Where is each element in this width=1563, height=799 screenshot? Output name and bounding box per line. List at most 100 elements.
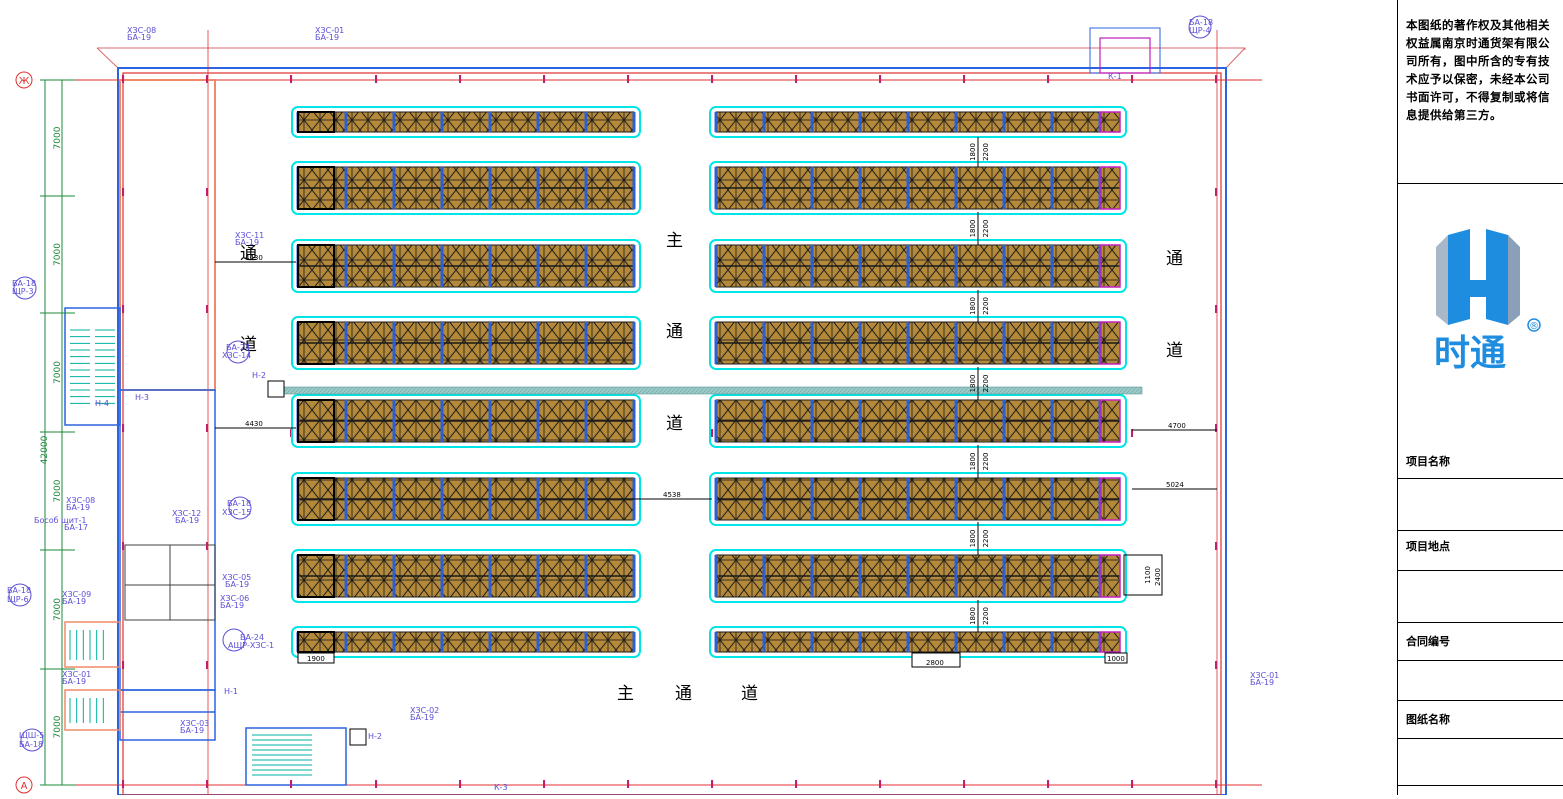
rack-upright bbox=[762, 555, 766, 597]
rack-row bbox=[709, 472, 1127, 526]
spacing-dim-1800: 1800 bbox=[969, 220, 977, 238]
rack-upright bbox=[344, 245, 348, 287]
tag-ba19-xzc02: БА-19 bbox=[410, 713, 434, 722]
spacing-dim-1800: 1800 bbox=[969, 375, 977, 393]
rack-upright bbox=[858, 245, 862, 287]
rack-upright bbox=[536, 632, 540, 652]
rack-clearance-outline bbox=[709, 394, 1127, 448]
rack-upright bbox=[906, 245, 910, 287]
rack-upright bbox=[632, 167, 636, 209]
rack-upright bbox=[344, 555, 348, 597]
rack-upright bbox=[584, 112, 588, 132]
tag-shsh5: ЩШ-5 bbox=[19, 731, 44, 740]
rack-upright bbox=[810, 167, 814, 209]
aisle-right-2: 道 bbox=[1166, 341, 1183, 361]
rack-clearance-outline bbox=[709, 161, 1127, 215]
rack-upright bbox=[632, 400, 636, 442]
company-logo: 时通 ® bbox=[1434, 229, 1541, 374]
rack-upright bbox=[810, 245, 814, 287]
spacing-dim-2200: 2200 bbox=[982, 607, 990, 625]
rack-upright bbox=[954, 478, 958, 520]
tag-xzc12: ХЗС-12 bbox=[172, 509, 201, 518]
rack-upright bbox=[536, 112, 540, 132]
rack-upright bbox=[488, 400, 492, 442]
project-site-label: 项目地点 bbox=[1406, 540, 1450, 553]
rack-upright bbox=[762, 478, 766, 520]
rack-upright bbox=[632, 245, 636, 287]
tag-ba19-xzc12: БА-19 bbox=[175, 516, 199, 525]
rack-upright bbox=[632, 112, 636, 132]
rack-upright bbox=[536, 245, 540, 287]
rack-upright bbox=[440, 478, 444, 520]
column-mark: I bbox=[1130, 778, 1134, 791]
rack-upright bbox=[392, 322, 396, 364]
tag-n1: Н-1 bbox=[224, 687, 238, 696]
rack-upright bbox=[762, 245, 766, 287]
column-mark: I bbox=[1214, 659, 1218, 672]
rack-upright bbox=[344, 167, 348, 209]
column-mark: I bbox=[542, 778, 546, 791]
rack-upright bbox=[1002, 112, 1006, 132]
bay-dimension: 7000 bbox=[53, 126, 63, 149]
rack-upright bbox=[392, 400, 396, 442]
column-mark: I bbox=[374, 778, 378, 791]
rack-end-bay bbox=[297, 321, 335, 365]
bay-dimension: 7000 bbox=[53, 598, 63, 621]
tag-ba19-xzc06: БА-19 bbox=[220, 601, 244, 610]
building-columns: IIIIIIIIIIIIIIIIIIIIIIIIIIIIIIIIIIIIIIII… bbox=[121, 73, 1218, 791]
stair-landing-box bbox=[349, 728, 367, 746]
tag-xzc09: ХЗС-09 bbox=[62, 590, 91, 599]
rack-upright bbox=[392, 245, 396, 287]
axis-bubble-top: Ж bbox=[15, 71, 33, 89]
tag-ba24-lower: БА-24 bbox=[240, 633, 264, 642]
tag-ba19-xzc03: БА-19 bbox=[180, 726, 204, 735]
tag-xzc15: ХЗС-15 bbox=[222, 508, 251, 517]
rack-upright bbox=[488, 245, 492, 287]
column-mark: I bbox=[121, 186, 125, 199]
rack-clearance-outline bbox=[709, 239, 1127, 293]
column-mark: I bbox=[1130, 73, 1134, 86]
column-mark: I bbox=[626, 73, 630, 86]
rack-upright bbox=[762, 632, 766, 652]
rack-upright bbox=[1050, 400, 1054, 442]
rack-upright bbox=[584, 167, 588, 209]
rack-clearance-outline bbox=[291, 106, 641, 138]
rack-bays bbox=[715, 631, 1121, 653]
tag-xzc08-top: ХЗС-08 bbox=[127, 26, 156, 35]
tag-boss-panel: Бособ щит-1 bbox=[34, 516, 87, 525]
column-mark: I bbox=[542, 73, 546, 86]
rack-upright bbox=[440, 322, 444, 364]
tag-ba19-top: БА-19 bbox=[127, 33, 151, 42]
rack-clearance-outline bbox=[291, 394, 641, 448]
title-block-divider bbox=[1398, 622, 1563, 623]
tag-shr4: ЩР-4 bbox=[1189, 26, 1211, 35]
tag-shr3: ЩР-3 bbox=[12, 287, 34, 296]
rack-upright bbox=[714, 555, 718, 597]
tag-ba19-top2: БА-19 bbox=[315, 33, 339, 42]
column-mark: I bbox=[205, 540, 209, 553]
column-mark: I bbox=[1046, 73, 1050, 86]
aisle-center-3: 道 bbox=[666, 414, 683, 434]
logo-h-mark-icon bbox=[1448, 229, 1508, 325]
rack-rows bbox=[291, 106, 1127, 658]
rack-end-frame bbox=[1099, 321, 1121, 365]
column-mark: I bbox=[1214, 422, 1218, 435]
rack-upright bbox=[1050, 632, 1054, 652]
rack-upright bbox=[954, 400, 958, 442]
rack-upright bbox=[954, 322, 958, 364]
column-mark: I bbox=[121, 73, 125, 86]
column-mark: I bbox=[374, 73, 378, 86]
rack-upright bbox=[906, 167, 910, 209]
rack-row bbox=[709, 106, 1127, 138]
tag-ba18-topright: БА-18 bbox=[1189, 18, 1213, 27]
rack-clearance-outline bbox=[291, 316, 641, 370]
stair-left-lower bbox=[64, 621, 121, 731]
tag-xzc02: ХЗС-02 bbox=[410, 706, 439, 715]
logo-registered-mark: ® bbox=[1529, 321, 1539, 332]
rack-upright bbox=[1050, 245, 1054, 287]
rack-upright bbox=[344, 478, 348, 520]
dim-2400: 2400 bbox=[1154, 568, 1162, 586]
rack-upright bbox=[906, 322, 910, 364]
column-mark: I bbox=[878, 73, 882, 86]
